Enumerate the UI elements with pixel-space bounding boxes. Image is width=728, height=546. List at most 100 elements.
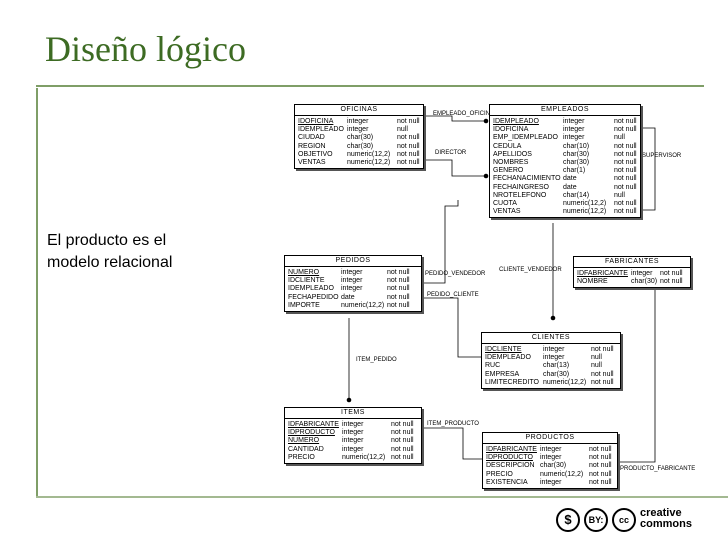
- cc-wordmark: creative commons: [640, 507, 692, 530]
- rel-line-director: [422, 159, 486, 177]
- column-type: char(13): [543, 362, 570, 370]
- column-type: integer: [543, 354, 565, 362]
- column-name: VENTAS: [298, 158, 326, 166]
- column-type: numeric(12,2): [563, 208, 607, 216]
- column-nullability: not null: [397, 158, 420, 166]
- column-name: APELLIDOS: [493, 150, 532, 158]
- column-name: IDFABRICANTE: [288, 421, 339, 428]
- column-nullability: null: [614, 134, 625, 142]
- column-name: IDEMPLEADO: [493, 118, 539, 125]
- column-row: APELLIDOS char(30) not null: [490, 151, 640, 159]
- column-nullability: not null: [391, 421, 414, 428]
- column-name: IDFABRICANTE: [486, 446, 537, 453]
- rel-dot-item-pedido: [346, 397, 352, 403]
- column-type: date: [563, 175, 577, 183]
- column-name: IDCLIENTE: [485, 346, 522, 353]
- rel-label-producto-fabricante: PRODUCTO_FABRICANTE: [620, 466, 696, 472]
- column-nullability: not null: [591, 346, 614, 353]
- left-accent-line: [36, 88, 38, 498]
- column-name: EXISTENCIA: [486, 478, 528, 486]
- column-nullability: not null: [589, 470, 612, 478]
- column-name: IDOFICINA: [493, 126, 529, 134]
- column-type: integer: [342, 437, 364, 445]
- entity-title: PEDIDOS: [285, 256, 421, 267]
- title-underline: [36, 85, 704, 87]
- column-type: integer: [631, 270, 653, 277]
- column-name: PRECIO: [486, 470, 513, 478]
- column-name: NROTELEFONO: [493, 191, 547, 199]
- column-name: CEDULA: [493, 142, 522, 150]
- column-name: RUC: [485, 362, 501, 370]
- column-name: NOMBRE: [577, 278, 608, 286]
- column-name: IDEMPLEADO: [485, 354, 531, 362]
- column-type: integer: [563, 118, 585, 125]
- column-nullability: not null: [589, 446, 612, 453]
- column-type: integer: [342, 445, 364, 453]
- column-nullability: not null: [397, 134, 420, 142]
- rel-label-pedido-cliente: PEDIDO_CLIENTE: [427, 292, 479, 298]
- rel-dot-empleado-oficina: [483, 118, 489, 124]
- column-type: integer: [540, 446, 562, 453]
- column-nullability: not null: [614, 167, 637, 175]
- column-type: char(30): [563, 150, 590, 158]
- column-nullability: not null: [391, 453, 414, 461]
- rel-label-supervisor: SUPERVISOR: [642, 153, 682, 159]
- column-type: integer: [543, 346, 565, 353]
- column-name: VENTAS: [493, 208, 521, 216]
- column-name: CANTIDAD: [288, 445, 324, 453]
- bottom-accent-line: [36, 496, 728, 498]
- column-type: char(30): [540, 462, 567, 470]
- column-nullability: not null: [591, 370, 614, 378]
- column-type: integer: [341, 285, 363, 293]
- column-nullability: not null: [387, 269, 410, 276]
- column-name: EMPRESA: [485, 370, 520, 378]
- rel-label-item-pedido: ITEM_PEDIDO: [356, 357, 397, 363]
- column-name: IDOFICINA: [298, 118, 334, 125]
- column-row: CANTIDAD integer not null: [285, 446, 421, 454]
- column-nullability: not null: [589, 454, 612, 462]
- rel-line-producto-fabricante: [617, 288, 656, 463]
- column-type: integer: [563, 126, 585, 134]
- column-name: LIMITECREDITO: [485, 378, 539, 386]
- column-type: integer: [563, 134, 585, 142]
- column-type: date: [341, 293, 355, 301]
- rel-dot-cliente-vendedor: [550, 315, 556, 321]
- cc-icon: cc: [612, 508, 636, 532]
- column-nullability: not null: [397, 150, 420, 158]
- column-nullability: not null: [591, 378, 614, 386]
- column-type: char(10): [563, 142, 590, 150]
- column-nullability: not null: [387, 301, 410, 309]
- column-name: REGION: [298, 142, 326, 150]
- entity-title: EMPLEADOS: [490, 105, 640, 116]
- column-nullability: not null: [391, 445, 414, 453]
- slide-title: Diseño lógico: [45, 29, 246, 69]
- column-nullability: null: [614, 191, 625, 199]
- column-type: char(14): [563, 191, 590, 199]
- column-type: integer: [347, 126, 369, 134]
- rel-label-cliente-vendedor: CLIENTE_VENDEDOR: [499, 267, 562, 273]
- column-nullability: not null: [614, 150, 637, 158]
- column-name: IDPRODUCTO: [486, 454, 533, 462]
- column-name: NUMERO: [288, 437, 320, 445]
